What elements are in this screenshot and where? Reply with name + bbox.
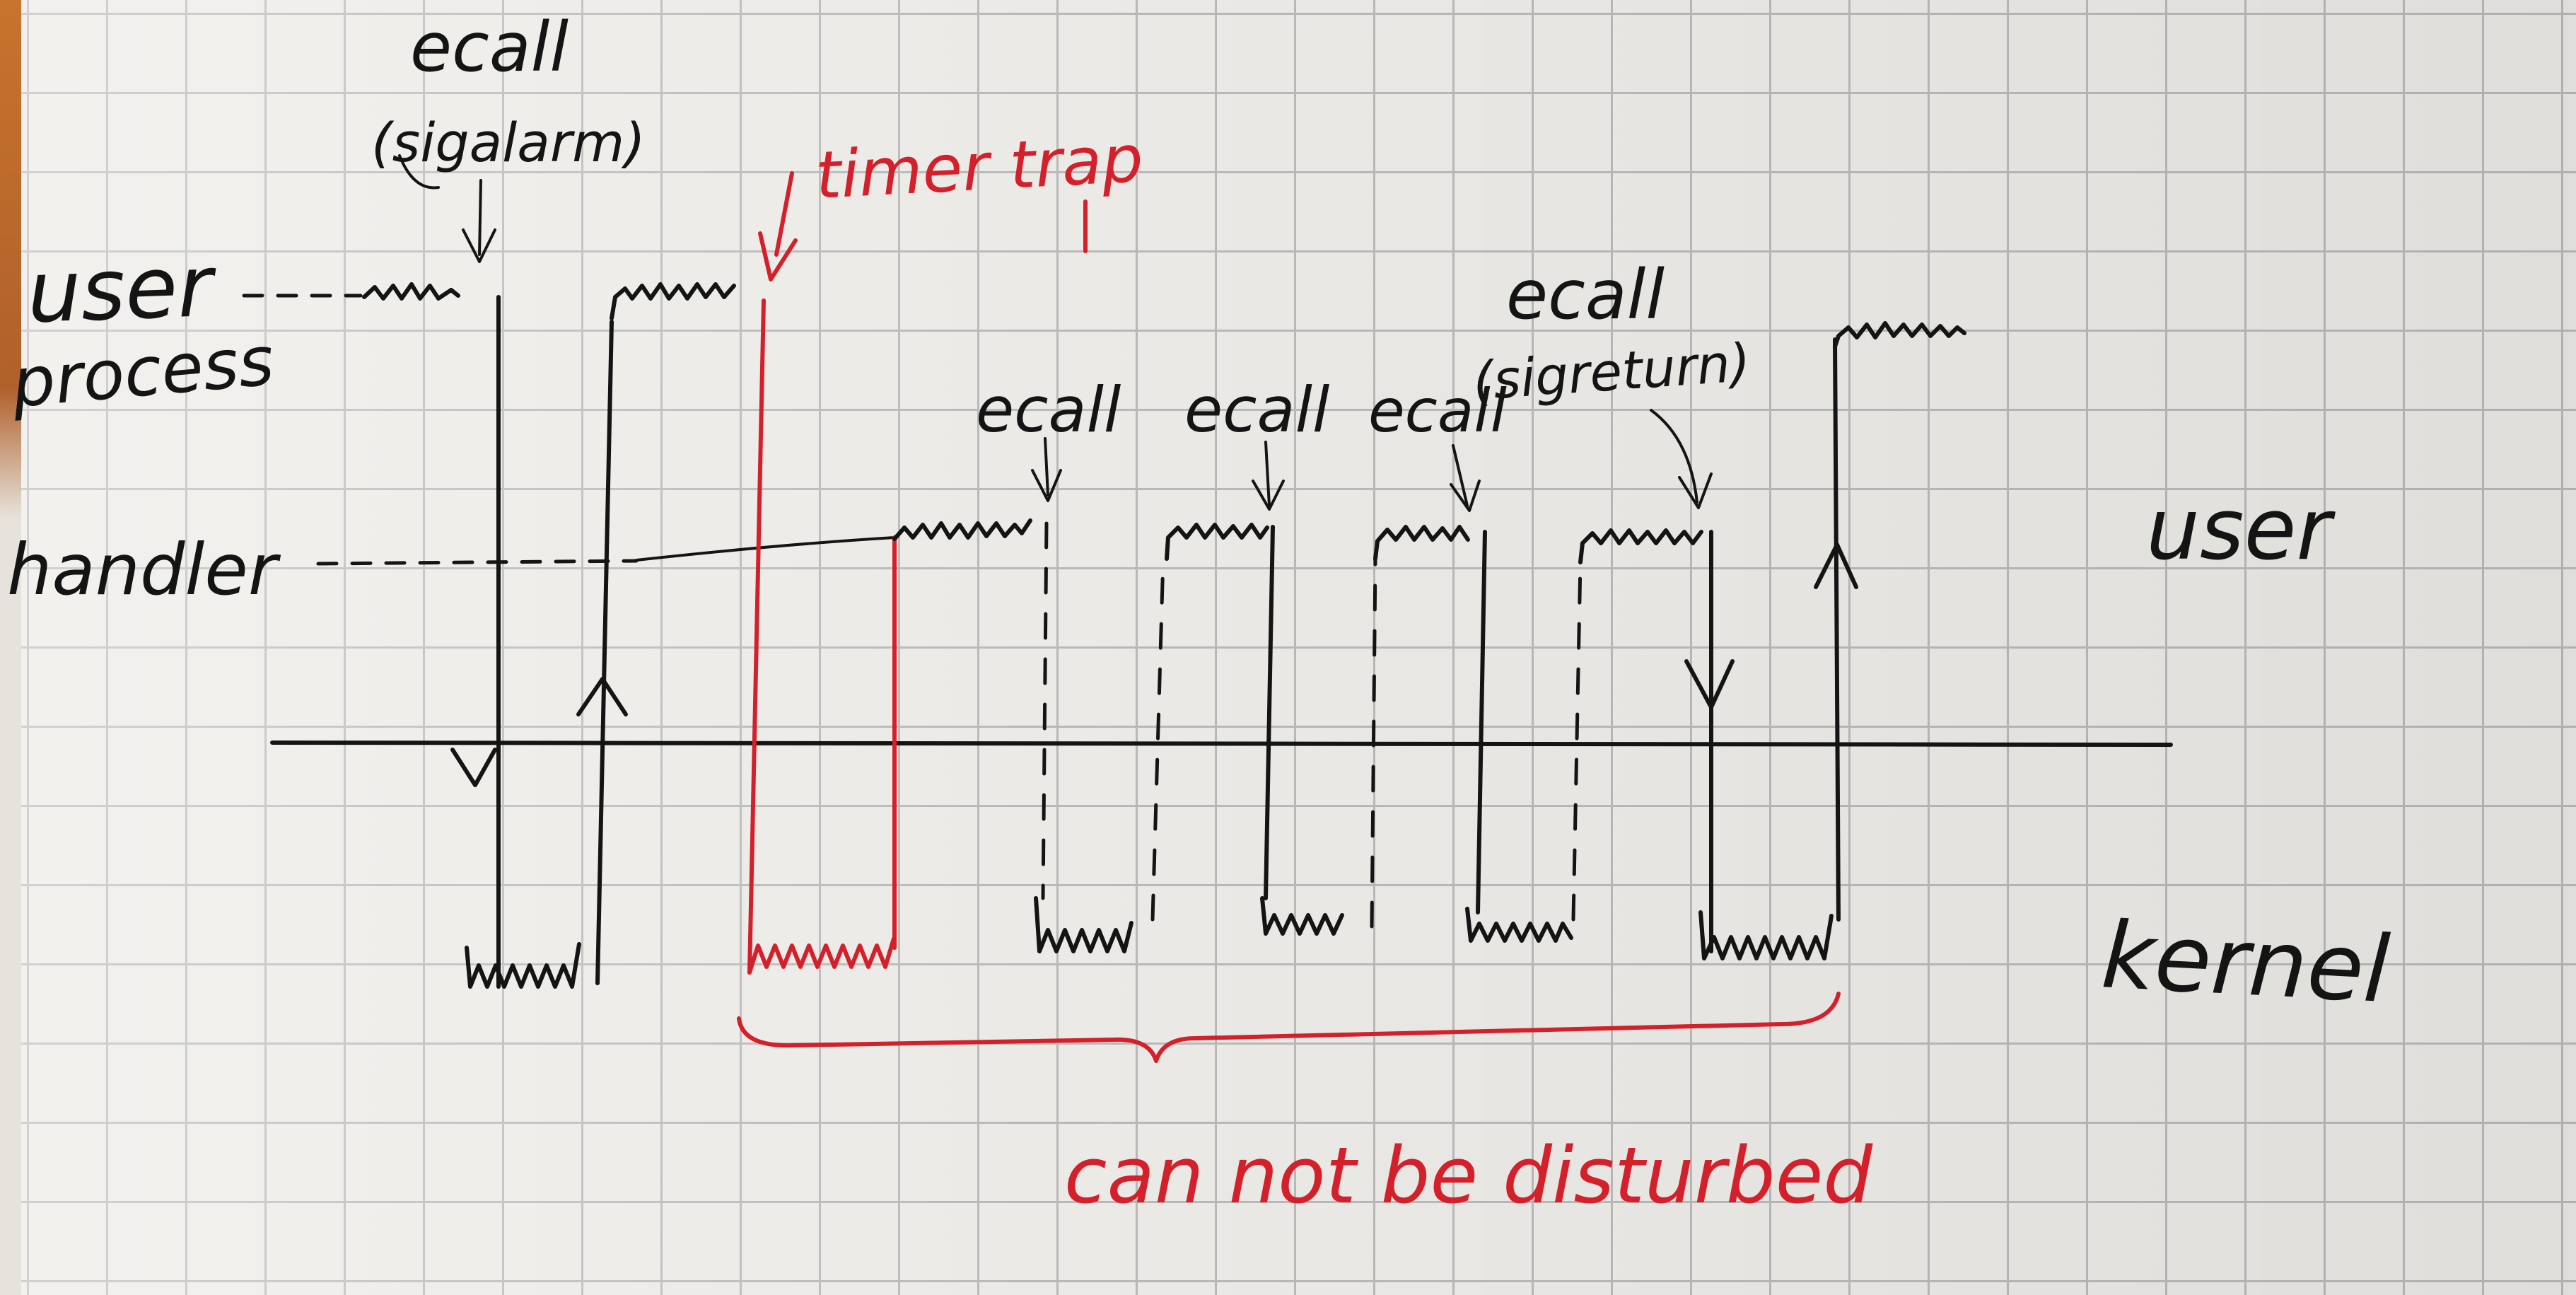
handler-run-2 xyxy=(1165,523,1269,561)
handler-guide-solid xyxy=(635,536,896,562)
user-process-run-3 xyxy=(1833,321,1966,349)
user-process-label: user xyxy=(25,238,218,342)
handler-ecall-line-3 xyxy=(1476,530,1487,914)
kernel-run-3 xyxy=(1260,896,1344,936)
return-dash-3 xyxy=(1370,557,1377,929)
kernel-run-2 xyxy=(1034,896,1133,953)
kernel-region-label: kernel xyxy=(2099,901,2392,1023)
ecall-sigalarm-label: ecall xyxy=(410,8,569,87)
handler-run-1 xyxy=(892,518,1032,541)
user-process-run-1 xyxy=(362,282,460,301)
sigalarm-pointer xyxy=(478,179,482,256)
return-line-1 xyxy=(595,320,614,985)
ecall-a-label: ecall xyxy=(976,373,1121,446)
kernel-run-timer xyxy=(747,936,896,975)
handler-label: handler xyxy=(7,528,281,611)
final-up-arrow xyxy=(1814,542,1858,589)
sigreturn-pointer-head xyxy=(1678,472,1713,509)
user-kernel-boundary xyxy=(270,741,2173,747)
ecall-c-pointer xyxy=(1452,444,1469,507)
handler-ecall-line-2 xyxy=(1264,525,1275,900)
ecall-c-label: ecall xyxy=(1368,376,1507,446)
timer-pointer-head xyxy=(758,231,798,281)
trap-down-arrow xyxy=(450,748,497,787)
sigreturn-pointer xyxy=(1650,409,1698,504)
handler-run-3 xyxy=(1373,525,1470,561)
ecall-c-pointer-head xyxy=(1450,480,1481,512)
final-return-line xyxy=(1833,337,1841,922)
paper-edge xyxy=(0,0,21,1295)
return-dash-4 xyxy=(1571,560,1583,922)
handler-guide-dashed xyxy=(316,559,639,566)
sigreturn-down-arrow xyxy=(1684,659,1735,709)
ecall-b-pointer xyxy=(1264,441,1271,507)
sigalarm-curl xyxy=(398,154,440,190)
handler-run-4 xyxy=(1578,528,1703,564)
sigalarm-pointer-head xyxy=(462,228,496,263)
return-up-arrow xyxy=(576,677,628,716)
return-dash-2 xyxy=(1150,557,1165,922)
ecall-a-pointer xyxy=(1044,437,1049,496)
ecall-sigreturn-label: ecall xyxy=(1506,255,1665,335)
user-region-label: user xyxy=(2146,481,2336,579)
uninterruptible-brace xyxy=(737,992,1841,1063)
ecall-b-label: ecall xyxy=(1184,373,1330,446)
kernel-run-5 xyxy=(1698,910,1834,960)
handler-ecall-dash-1 xyxy=(1041,521,1049,900)
timer-trap-label: timer trap xyxy=(814,121,1146,214)
cannot-be-disturbed-label: can not be disturbed xyxy=(1064,1130,1873,1221)
timer-pointer xyxy=(774,171,794,257)
timer-trap-line xyxy=(747,298,766,975)
user-process-run-2 xyxy=(610,282,736,320)
ecall-a-pointer-head xyxy=(1031,469,1062,502)
sigreturn-arg-label: (sigreturn) xyxy=(1471,332,1752,412)
kernel-run-4 xyxy=(1465,907,1573,943)
ecall-b-pointer-head xyxy=(1252,480,1285,511)
sigalarm-arg-label: (sigalarm) xyxy=(371,111,646,174)
kernel-run-1 xyxy=(465,942,581,989)
